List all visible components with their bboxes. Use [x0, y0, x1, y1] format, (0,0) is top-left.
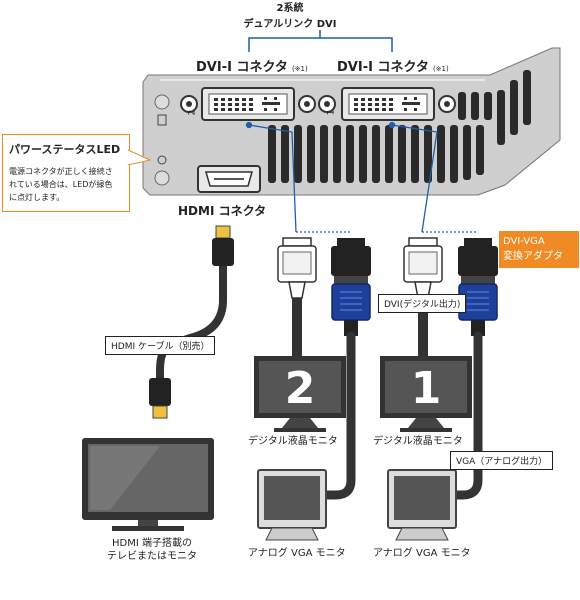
- vent-slots: [268, 70, 531, 183]
- vga-monitor-label-left: アナログ VGA モニタ: [248, 548, 346, 559]
- dvi-vga-adapter-1: [458, 238, 498, 336]
- lcd-monitor-label-right: デジタル液晶モニタ: [373, 436, 463, 447]
- dual-link-dvi-label: デュアルリンク DVI: [243, 19, 337, 30]
- vga-output-label: VGA（アナログ出力）: [450, 451, 554, 470]
- lcd-number-1: 1: [411, 363, 442, 414]
- dvi-connector-2: [277, 237, 317, 356]
- vga-monitor-right: [387, 469, 457, 541]
- hdmi-cable-label: HDMI ケーブル（別売）: [105, 336, 216, 355]
- lcd-monitor-label-left: デジタル液晶モニタ: [248, 436, 338, 447]
- power-led-description: 電源コネクタが正しく接続さ れている場合は、LEDが緑色 に点灯します。: [9, 167, 113, 202]
- port-leaders: [245, 121, 478, 233]
- dvi-vga-adapter-2: [331, 238, 371, 336]
- dvi-output-label: DVI(デジタル出力): [378, 294, 467, 313]
- dvi-port-1: [318, 87, 456, 121]
- dvi-connector-right-label: DVI-I コネクタ(※1): [337, 60, 449, 75]
- dual-link-count-label: 2系統: [276, 3, 304, 14]
- hdmi-cable: [149, 225, 234, 419]
- port-number-2: 2: [187, 109, 198, 116]
- power-led-callout: パワーステータスLED 電源コネクタが正しく接続さ れている場合は、LEDが緑色…: [2, 134, 130, 212]
- hdmi-port: [197, 165, 261, 193]
- dvi-vga-adapter-tag: DVI-VGA 変換アダプタ: [499, 231, 579, 268]
- dvi-connector-left-label: DVI-I コネクタ(※1): [196, 60, 308, 75]
- lcd-monitor-2: 2: [254, 356, 346, 432]
- led-icons: [154, 94, 170, 186]
- vga-monitor-left: [257, 469, 327, 541]
- dvi-port-2: [180, 87, 316, 121]
- vga-monitor-label-right: アナログ VGA モニタ: [373, 548, 471, 559]
- lcd-monitor-1: 1: [380, 356, 472, 432]
- hdmi-connector-label: HDMI コネクタ: [178, 204, 267, 218]
- hdmi-tv: [82, 438, 214, 531]
- dual-link-bracket: [248, 30, 393, 52]
- tv-label: HDMI 端子搭載の テレビまたはモニタ: [107, 538, 197, 562]
- lcd-number-2: 2: [285, 363, 316, 414]
- port-number-1: 1: [326, 109, 337, 116]
- vga-cables: [317, 331, 483, 500]
- power-led-title: パワーステータスLED: [9, 143, 121, 156]
